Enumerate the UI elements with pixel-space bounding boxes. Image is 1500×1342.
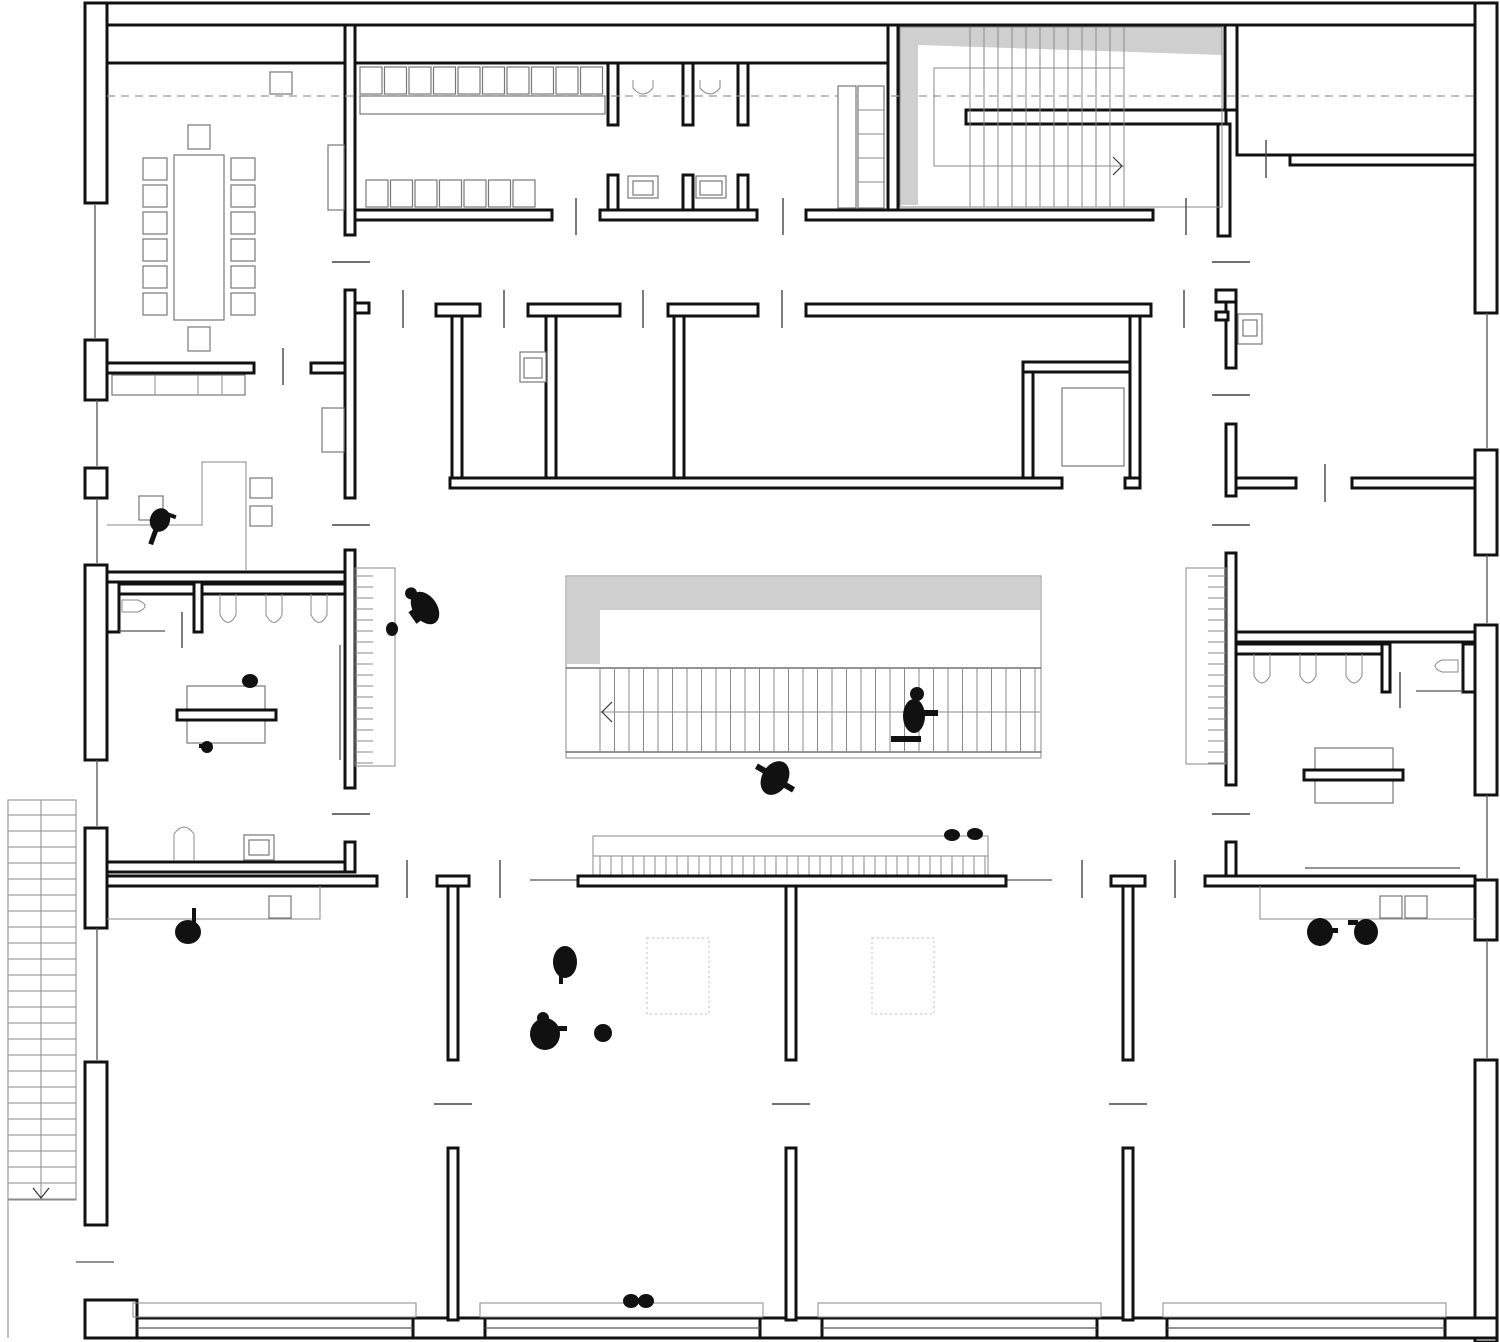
south-bench-stair	[530, 835, 1052, 888]
urinal-icon	[1345, 654, 1363, 684]
urinal-icon	[1253, 654, 1271, 684]
person-silhouette-icon	[405, 587, 440, 625]
east-office-room	[1185, 551, 1477, 920]
person-silhouette-icon	[199, 741, 213, 753]
central-stair	[565, 575, 1042, 759]
person-silhouette-icon	[553, 946, 577, 984]
toilet-fixture-icon	[121, 599, 146, 613]
locker	[463, 179, 487, 208]
meeting-room	[105, 71, 371, 500]
stair-direction-arrow-icon	[1112, 156, 1123, 176]
person-silhouette-icon	[944, 829, 960, 841]
person-silhouette-icon	[623, 1294, 654, 1308]
locker	[389, 179, 414, 208]
chair	[230, 211, 256, 235]
conference-table	[173, 154, 225, 321]
locker	[457, 66, 481, 95]
reception-area	[107, 407, 370, 570]
chair	[230, 184, 256, 208]
toilet-fixture-icon	[632, 80, 654, 95]
person-silhouette-icon	[242, 674, 258, 688]
sink-icon	[173, 826, 195, 860]
locker	[481, 66, 506, 95]
locker	[365, 179, 389, 208]
stair-direction-arrow-icon	[32, 1187, 50, 1199]
north-stairwell	[899, 26, 1223, 208]
locker-storage	[359, 66, 606, 208]
person-silhouette-icon	[594, 1024, 612, 1042]
urinal-icon	[219, 594, 237, 623]
chair	[142, 157, 168, 181]
person-silhouette-icon	[386, 622, 398, 636]
toilet-fixture-icon	[699, 80, 721, 95]
locker	[438, 179, 463, 208]
chair	[142, 211, 168, 235]
exterior-stair	[7, 799, 114, 1338]
south-piers	[406, 860, 1176, 1322]
locker	[432, 66, 457, 95]
wc-block-north	[627, 80, 885, 209]
chair	[142, 292, 168, 316]
urinal-icon	[1299, 654, 1317, 684]
locker	[579, 66, 604, 95]
locker	[487, 179, 512, 208]
central-office-block	[434, 302, 1153, 490]
urinal-icon	[265, 594, 283, 623]
door-openings-north	[332, 140, 1267, 328]
toilet-fixture-icon	[1434, 659, 1459, 673]
person-silhouette-icon	[903, 687, 938, 733]
east-room-upper	[1212, 288, 1477, 526]
person-silhouette-icon	[175, 908, 201, 944]
chair	[230, 265, 256, 289]
person-silhouette-icon	[148, 508, 177, 546]
chair	[230, 238, 256, 262]
locker	[530, 66, 555, 95]
locker	[512, 179, 536, 208]
people	[148, 508, 1378, 1308]
locker	[359, 66, 383, 95]
locker	[506, 66, 530, 95]
exterior-walls	[83, 1, 1499, 1342]
chair	[142, 265, 168, 289]
chair	[142, 184, 168, 208]
person-silhouette-icon	[530, 1012, 567, 1050]
stair-direction-arrow-icon	[601, 701, 613, 723]
person-silhouette-icon	[1348, 919, 1378, 945]
west-office-room	[105, 548, 396, 920]
locker	[555, 66, 579, 95]
locker	[383, 66, 408, 95]
person-silhouette-icon	[754, 761, 796, 795]
person-silhouette-icon	[1307, 918, 1338, 946]
chair	[230, 157, 256, 181]
chair	[142, 238, 168, 262]
locker	[414, 179, 438, 208]
person-silhouette-icon	[967, 828, 983, 840]
chair	[230, 292, 256, 316]
urinal-icon	[310, 594, 328, 623]
locker	[408, 66, 432, 95]
